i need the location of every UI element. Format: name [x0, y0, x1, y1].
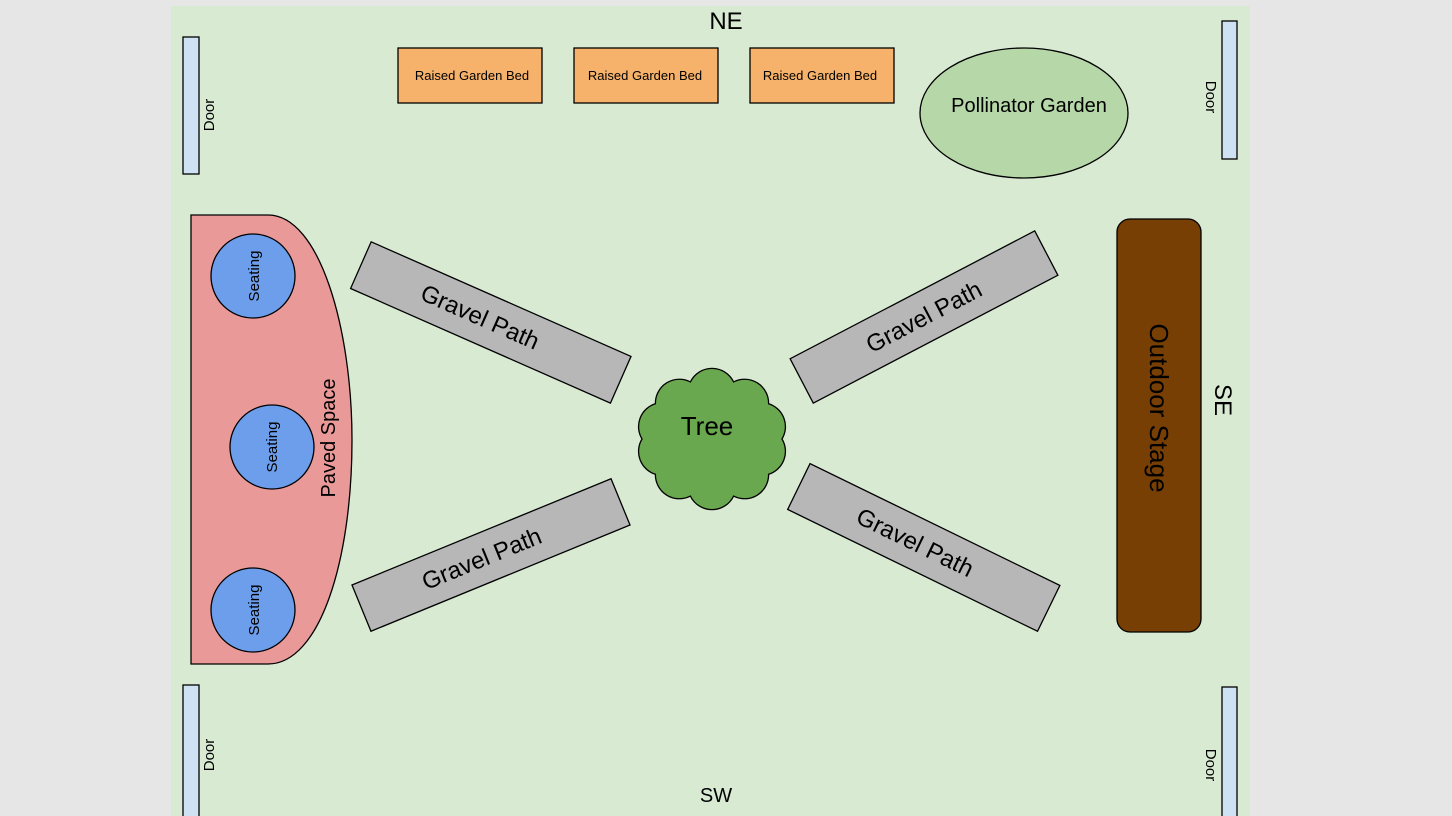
- seating-area: Seating: [210, 567, 296, 653]
- outdoor-stage-label: Outdoor Stage: [1144, 323, 1174, 492]
- door-ne-right: Door: [1202, 20, 1238, 160]
- garden-bed-label: Raised Garden Bed: [763, 68, 877, 83]
- door-label: Door: [1202, 81, 1219, 114]
- raised-garden-bed: Raised Garden Bed: [749, 47, 895, 104]
- label-ne: NE: [709, 8, 742, 35]
- pollinator-garden-label: Pollinator Garden: [951, 95, 1107, 117]
- seating-label: Seating: [264, 422, 281, 473]
- door-nw-top: Door: [182, 36, 218, 175]
- raised-garden-bed: Raised Garden Bed: [573, 47, 719, 104]
- door-label: Door: [201, 99, 218, 132]
- garden-bed-label: Raised Garden Bed: [415, 68, 529, 83]
- outdoor-stage: Outdoor Stage: [1116, 218, 1202, 633]
- tree-label: Tree: [681, 411, 734, 441]
- seating-area: Seating: [210, 233, 296, 319]
- tree: Tree: [637, 367, 787, 511]
- pollinator-garden: Pollinator Garden: [919, 47, 1129, 179]
- garden-bed-label: Raised Garden Bed: [588, 68, 702, 83]
- door-nw-bottom: Door: [182, 684, 218, 816]
- seating-label: Seating: [246, 585, 263, 636]
- label-se: SE: [1209, 384, 1236, 416]
- door-se-bottom: Door: [1202, 686, 1238, 816]
- door-label: Door: [1202, 749, 1219, 782]
- door-label: Door: [201, 739, 218, 772]
- label-sw: SW: [700, 785, 732, 807]
- raised-garden-bed: Raised Garden Bed: [397, 47, 543, 104]
- seating-label: Seating: [246, 251, 263, 302]
- seating-area: Seating: [229, 404, 315, 490]
- paved-space-label: Paved Space: [318, 379, 340, 498]
